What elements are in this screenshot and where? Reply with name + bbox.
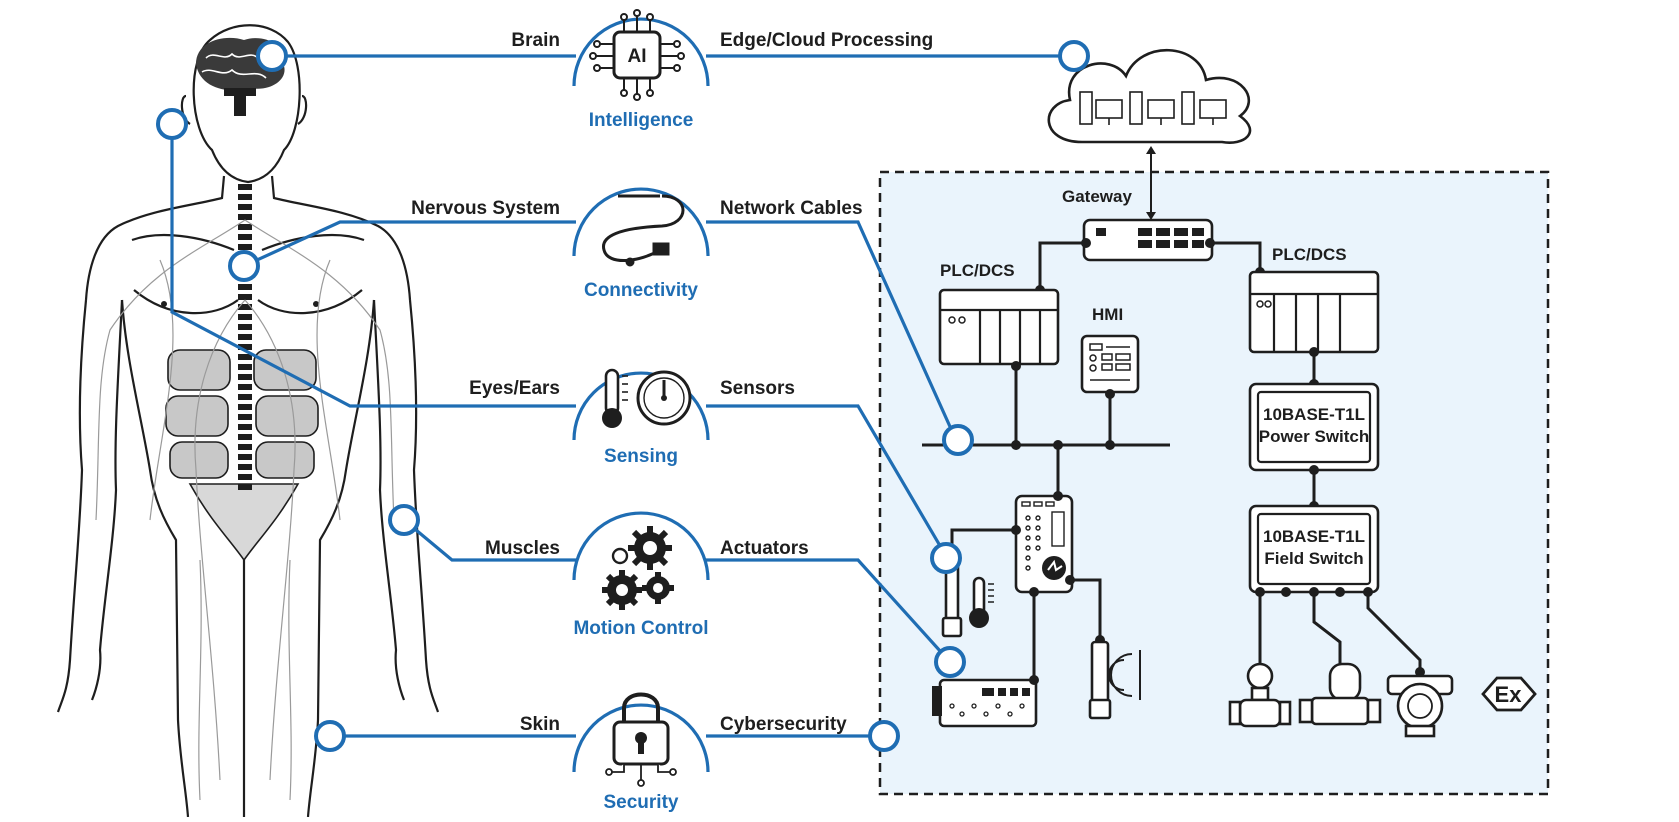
motion-control-group: Motion Control [572,511,710,639]
label-network-cables: Network Cables [720,198,863,219]
plc-right-device [1248,270,1380,354]
spine-node [228,250,260,282]
io-module-device [1014,494,1074,594]
label-actuators: Actuators [720,538,809,559]
network-cable-icon [602,194,685,267]
skin-node [314,720,346,752]
label-edge-cloud: Edge/Cloud Processing [720,30,933,51]
label-brain: Brain [511,30,560,51]
svg-text:AI: AI [628,46,647,67]
ex-hazard-icon: Ex [1481,676,1537,712]
gateway-label: Gateway [1062,187,1132,206]
flow-meter-icon [1228,662,1292,728]
pressure-transmitter-icon [1386,674,1454,738]
actuator-node [934,646,966,678]
category-sensing: Sensing [604,446,678,467]
power-switch-line2: Power Switch [1259,427,1370,446]
label-sensors: Sensors [720,378,795,399]
label-muscles: Muscles [485,538,560,559]
category-security: Security [604,792,679,813]
power-switch-line1: 10BASE-T1L [1263,405,1365,424]
field-switch-line1: 10BASE-T1L [1263,527,1365,546]
sensing-group: Sensing [572,368,710,467]
hmi-label: HMI [1092,305,1123,324]
label-eyes-ears: Eyes/Ears [469,378,560,399]
hmi-device [1080,334,1140,394]
brain-node [256,40,288,72]
cybersecurity-node [868,720,900,752]
network-cable-node [942,424,974,456]
intelligence-group: AI Intelligence [572,9,710,131]
thermometer-small-icon [969,576,994,628]
label-nervous-system: Nervous System [411,198,560,219]
pressure-gauge-icon [636,370,692,426]
label-skin: Skin [520,714,560,735]
cloud-node [1058,40,1090,72]
head-node [156,108,188,140]
motor-drive-device [932,678,1038,728]
field-switch-line2: Field Switch [1264,549,1363,568]
category-connectivity: Connectivity [584,280,698,301]
sensor-node [930,542,962,574]
category-motion-control: Motion Control [573,618,708,639]
valve-actuator-icon [1298,662,1382,726]
padlock-icon [605,692,677,787]
gateway-device [1082,218,1214,262]
field-switch-box: 10BASE-T1L Field Switch [1248,504,1380,594]
ai-chip-icon: AI [589,9,685,101]
thermometer-icon [602,368,628,428]
connectivity-group: Connectivity [572,187,710,301]
label-cybersecurity: Cybersecurity [720,714,847,735]
ex-mark: Ex [1495,682,1523,707]
category-intelligence: Intelligence [589,110,694,131]
cloud-icon [1047,48,1252,144]
proximity-sensor-icon [1088,640,1141,720]
plc-left-device [938,288,1060,366]
power-switch-box: 10BASE-T1L Power Switch [1248,382,1380,472]
human-figure [56,24,440,818]
security-group: Security [572,692,710,813]
gears-icon [602,526,674,610]
plc-right-label: PLC/DCS [1272,245,1347,264]
plc-left-label: PLC/DCS [940,261,1015,280]
muscle-node [388,504,420,536]
